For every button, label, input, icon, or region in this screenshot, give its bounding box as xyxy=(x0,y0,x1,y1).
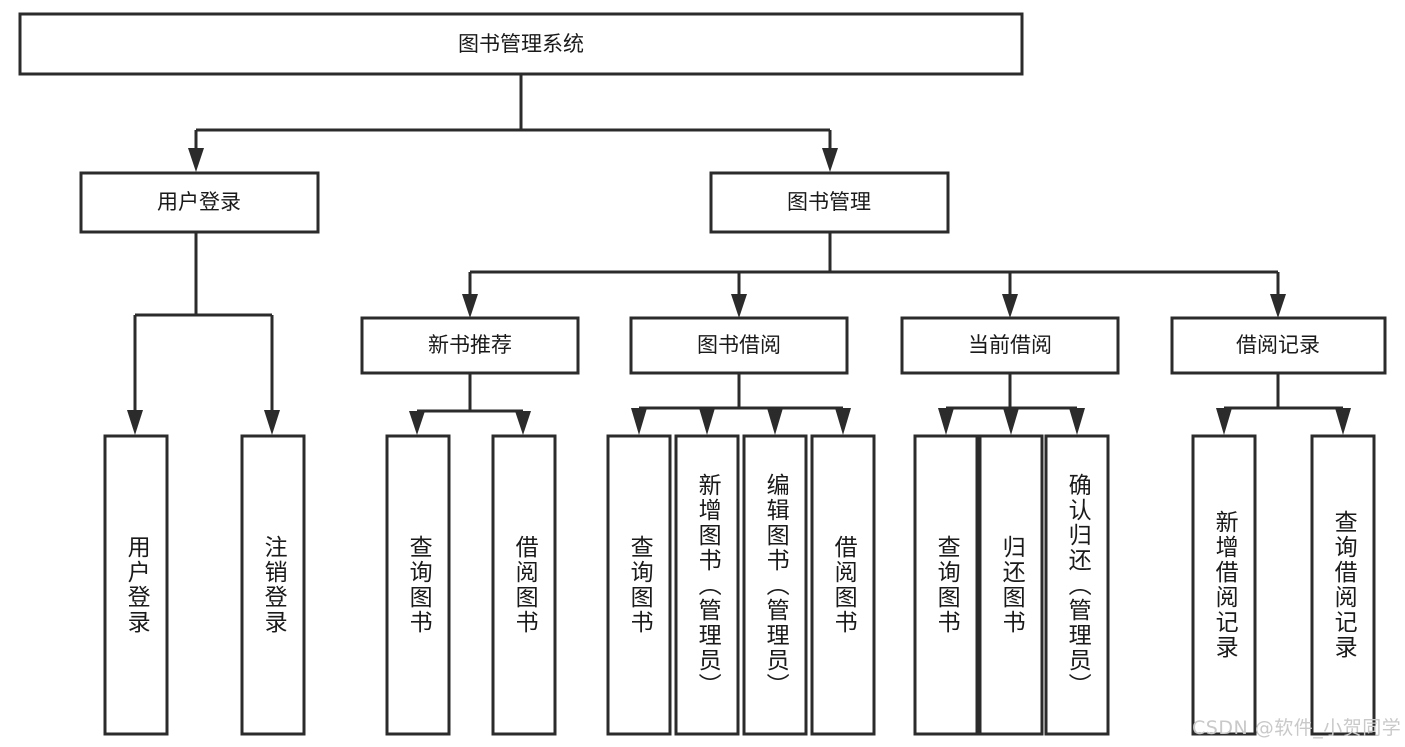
node-new-book-recommend-label: 新书推荐 xyxy=(428,333,512,357)
arrowhead-br-leaf-1 xyxy=(1216,408,1232,435)
arrowhead-user-login xyxy=(188,148,204,172)
arrowhead-book-manage xyxy=(822,148,838,172)
leaf-box-nb-query-book[interactable] xyxy=(385,434,451,736)
node-book-borrow-box[interactable] xyxy=(629,316,849,375)
arrowhead-cb-leaf-1 xyxy=(938,408,954,435)
csdn-watermark: CSDN @软件_小贺同学 xyxy=(1192,717,1402,739)
node-borrow-records[interactable]: 借阅记录 xyxy=(1170,316,1387,375)
arrowhead-cb-leaf-3 xyxy=(1069,408,1085,435)
leaf-box-logout[interactable] xyxy=(240,434,306,736)
leaf-box-bb-borrow-book[interactable] xyxy=(810,434,876,736)
node-book-manage[interactable]: 图书管理 xyxy=(709,171,950,234)
arrowhead-bb-leaf-3 xyxy=(767,408,783,435)
node-new-book-recommend-box[interactable] xyxy=(360,316,580,375)
node-borrow-records-label: 借阅记录 xyxy=(1236,333,1320,357)
node-root-label: 图书管理系统 xyxy=(458,32,584,56)
arrowhead-nb-leaf-1 xyxy=(409,411,425,435)
arrowhead-new-book xyxy=(462,294,478,318)
node-new-book-recommend[interactable]: 新书推荐 xyxy=(360,316,580,375)
node-user-login-box[interactable] xyxy=(79,171,320,234)
node-book-borrow-label: 图书借阅 xyxy=(697,333,781,357)
leaf-box-nb-borrow-book[interactable] xyxy=(491,434,557,736)
leaf-box-cb-query-book[interactable] xyxy=(913,434,979,736)
node-user-login[interactable]: 用户登录 xyxy=(79,171,320,234)
leaf-box-layer xyxy=(103,434,1376,736)
node-book-borrow[interactable]: 图书借阅 xyxy=(629,316,849,375)
arrowhead-bb-leaf-4 xyxy=(835,408,851,435)
node-current-borrow[interactable]: 当前借阅 xyxy=(900,316,1120,375)
arrowhead-nb-leaf-2 xyxy=(515,411,531,435)
node-book-manage-box[interactable] xyxy=(709,171,950,234)
leaf-box-bb-add-book[interactable] xyxy=(674,434,740,736)
node-book-manage-label: 图书管理 xyxy=(787,190,871,214)
node-current-borrow-label: 当前借阅 xyxy=(968,333,1052,357)
arrowhead-leaf-user-login xyxy=(127,410,143,435)
leaf-box-cb-confirm-return[interactable] xyxy=(1044,434,1110,736)
node-user-login-label: 用户登录 xyxy=(157,190,241,214)
node-root-box[interactable] xyxy=(18,12,1024,76)
arrowhead-cb-leaf-2 xyxy=(1003,408,1019,435)
node-current-borrow-box[interactable] xyxy=(900,316,1120,375)
arrowhead-current-borrow xyxy=(1002,294,1018,318)
arrowhead-bb-leaf-2 xyxy=(699,408,715,435)
arrowhead-br-leaf-2 xyxy=(1335,408,1351,435)
connector-layer xyxy=(127,74,1351,435)
node-root[interactable]: 图书管理系统 xyxy=(18,12,1024,76)
leaf-box-bb-edit-book[interactable] xyxy=(742,434,808,736)
arrowhead-borrow-records xyxy=(1270,294,1286,318)
leaf-box-br-query-record[interactable] xyxy=(1310,434,1376,736)
leaf-box-br-add-record[interactable] xyxy=(1191,434,1257,736)
arrowhead-book-borrow xyxy=(731,294,747,318)
arrowhead-leaf-logout xyxy=(264,410,280,435)
leaf-box-bb-query-book[interactable] xyxy=(606,434,672,736)
arrowhead-bb-leaf-1 xyxy=(631,408,647,435)
node-borrow-records-box[interactable] xyxy=(1170,316,1387,375)
leaf-box-user-login[interactable] xyxy=(103,434,169,736)
leaf-box-cb-return-book[interactable] xyxy=(978,434,1044,736)
